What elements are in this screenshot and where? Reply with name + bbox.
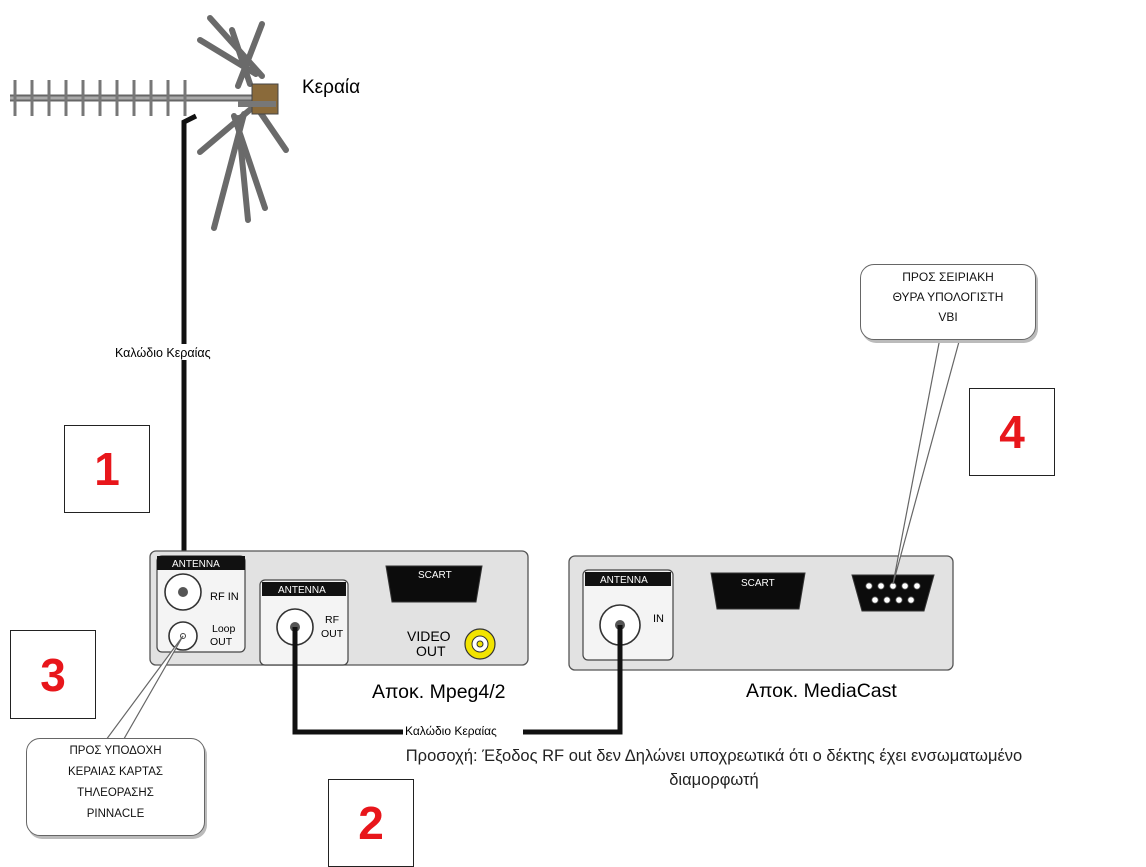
mediacast-in-label: IN bbox=[653, 613, 664, 625]
tvcard-callout-line-1: ΠΡΟΣ ΥΠΟΔΟΧΗ bbox=[69, 745, 162, 757]
tvcard-callout-line-3: ΤΗΛΕΟΡΑΣΗΣ bbox=[77, 787, 154, 799]
serial-callout-pointer bbox=[892, 337, 961, 585]
rf-in-label: RF IN bbox=[210, 591, 239, 603]
video-out-label-2: OUT bbox=[416, 643, 446, 659]
decoder-mpeg-panel: ANTENNA RF IN Loop OUT ANTENNA RF OUT SC… bbox=[149, 550, 529, 666]
mpeg-scart-label: SCART bbox=[418, 570, 452, 581]
serial-callout-line-2: ΘΥΡΑ ΥΠΟΛΟΓΙΣΤΗ bbox=[892, 290, 1004, 304]
mpeg-rfout-header: ANTENNA bbox=[278, 585, 326, 596]
antenna-icon bbox=[10, 15, 289, 231]
rf-link-cable-label: Καλώδιο Κεραίας bbox=[405, 724, 497, 738]
antenna-label: Κεραία bbox=[302, 77, 360, 98]
antenna-cable-label: Καλώδιο Κεραίας bbox=[115, 346, 211, 360]
step-4-badge: 4 bbox=[969, 388, 1055, 476]
serial-callout-line-1: ΠΡΟΣ ΣΕΙΡΙΑΚΗ bbox=[902, 270, 994, 284]
tvcard-callout: ΠΡΟΣ ΥΠΟΔΟΧΗ ΚΕΡΑΙΑΣ ΚΑΡΤΑΣ ΤΗΛΕΟΡΑΣΗΣ P… bbox=[26, 738, 205, 836]
step-3-badge: 3 bbox=[10, 630, 96, 719]
cable-label-bg bbox=[112, 344, 246, 360]
antenna-cable bbox=[181, 113, 198, 598]
video-out-label-1: VIDEO bbox=[407, 628, 451, 644]
step-2-badge: 2 bbox=[328, 779, 414, 867]
serial-port-callout: ΠΡΟΣ ΣΕΙΡΙΑΚΗ ΘΥΡΑ ΥΠΟΛΟΓΙΣΤΗ VBI bbox=[860, 264, 1036, 340]
decoder-mediacast-panel: ANTENNA IN SCART bbox=[568, 555, 954, 671]
decoder-mpeg-name: Αποκ. Mpeg4/2 bbox=[372, 681, 506, 703]
tvcard-callout-line-2: ΚΕΡΑΙΑΣ ΚΑΡΤΑΣ bbox=[68, 766, 163, 778]
serial-port-db9 bbox=[851, 574, 935, 612]
mpeg-antenna-header: ANTENNA bbox=[172, 559, 220, 570]
loop-out-label-2: OUT bbox=[210, 636, 233, 648]
mediacast-antenna-header: ANTENNA bbox=[600, 575, 648, 586]
mediacast-scart-label: SCART bbox=[741, 578, 775, 589]
serial-callout-line-3: VBI bbox=[938, 310, 958, 324]
rf-out-label-1: RF bbox=[325, 614, 339, 626]
tvcard-callout-pointer bbox=[101, 635, 184, 745]
loop-out-label-1: Loop bbox=[212, 623, 236, 635]
mpeg-scart-port bbox=[385, 565, 483, 603]
tvcard-callout-line-4: PINNACLE bbox=[86, 808, 145, 820]
step-1-badge: 1 bbox=[64, 425, 150, 513]
rf-out-label-2: OUT bbox=[321, 628, 344, 640]
decoder-mediacast-name: Αποκ. MediaCast bbox=[746, 680, 897, 702]
rf-out-note: Προσοχή: Έξοδος RF out δεν Δηλώνει υποχρ… bbox=[284, 744, 1144, 792]
rf-out-note-line-1: Προσοχή: Έξοδος RF out δεν Δηλώνει υποχρ… bbox=[405, 747, 1023, 765]
cable-label-bg-2 bbox=[403, 724, 523, 738]
rf-out-note-line-2: διαμορφωτή bbox=[669, 771, 759, 789]
mediacast-scart-port bbox=[710, 572, 806, 610]
